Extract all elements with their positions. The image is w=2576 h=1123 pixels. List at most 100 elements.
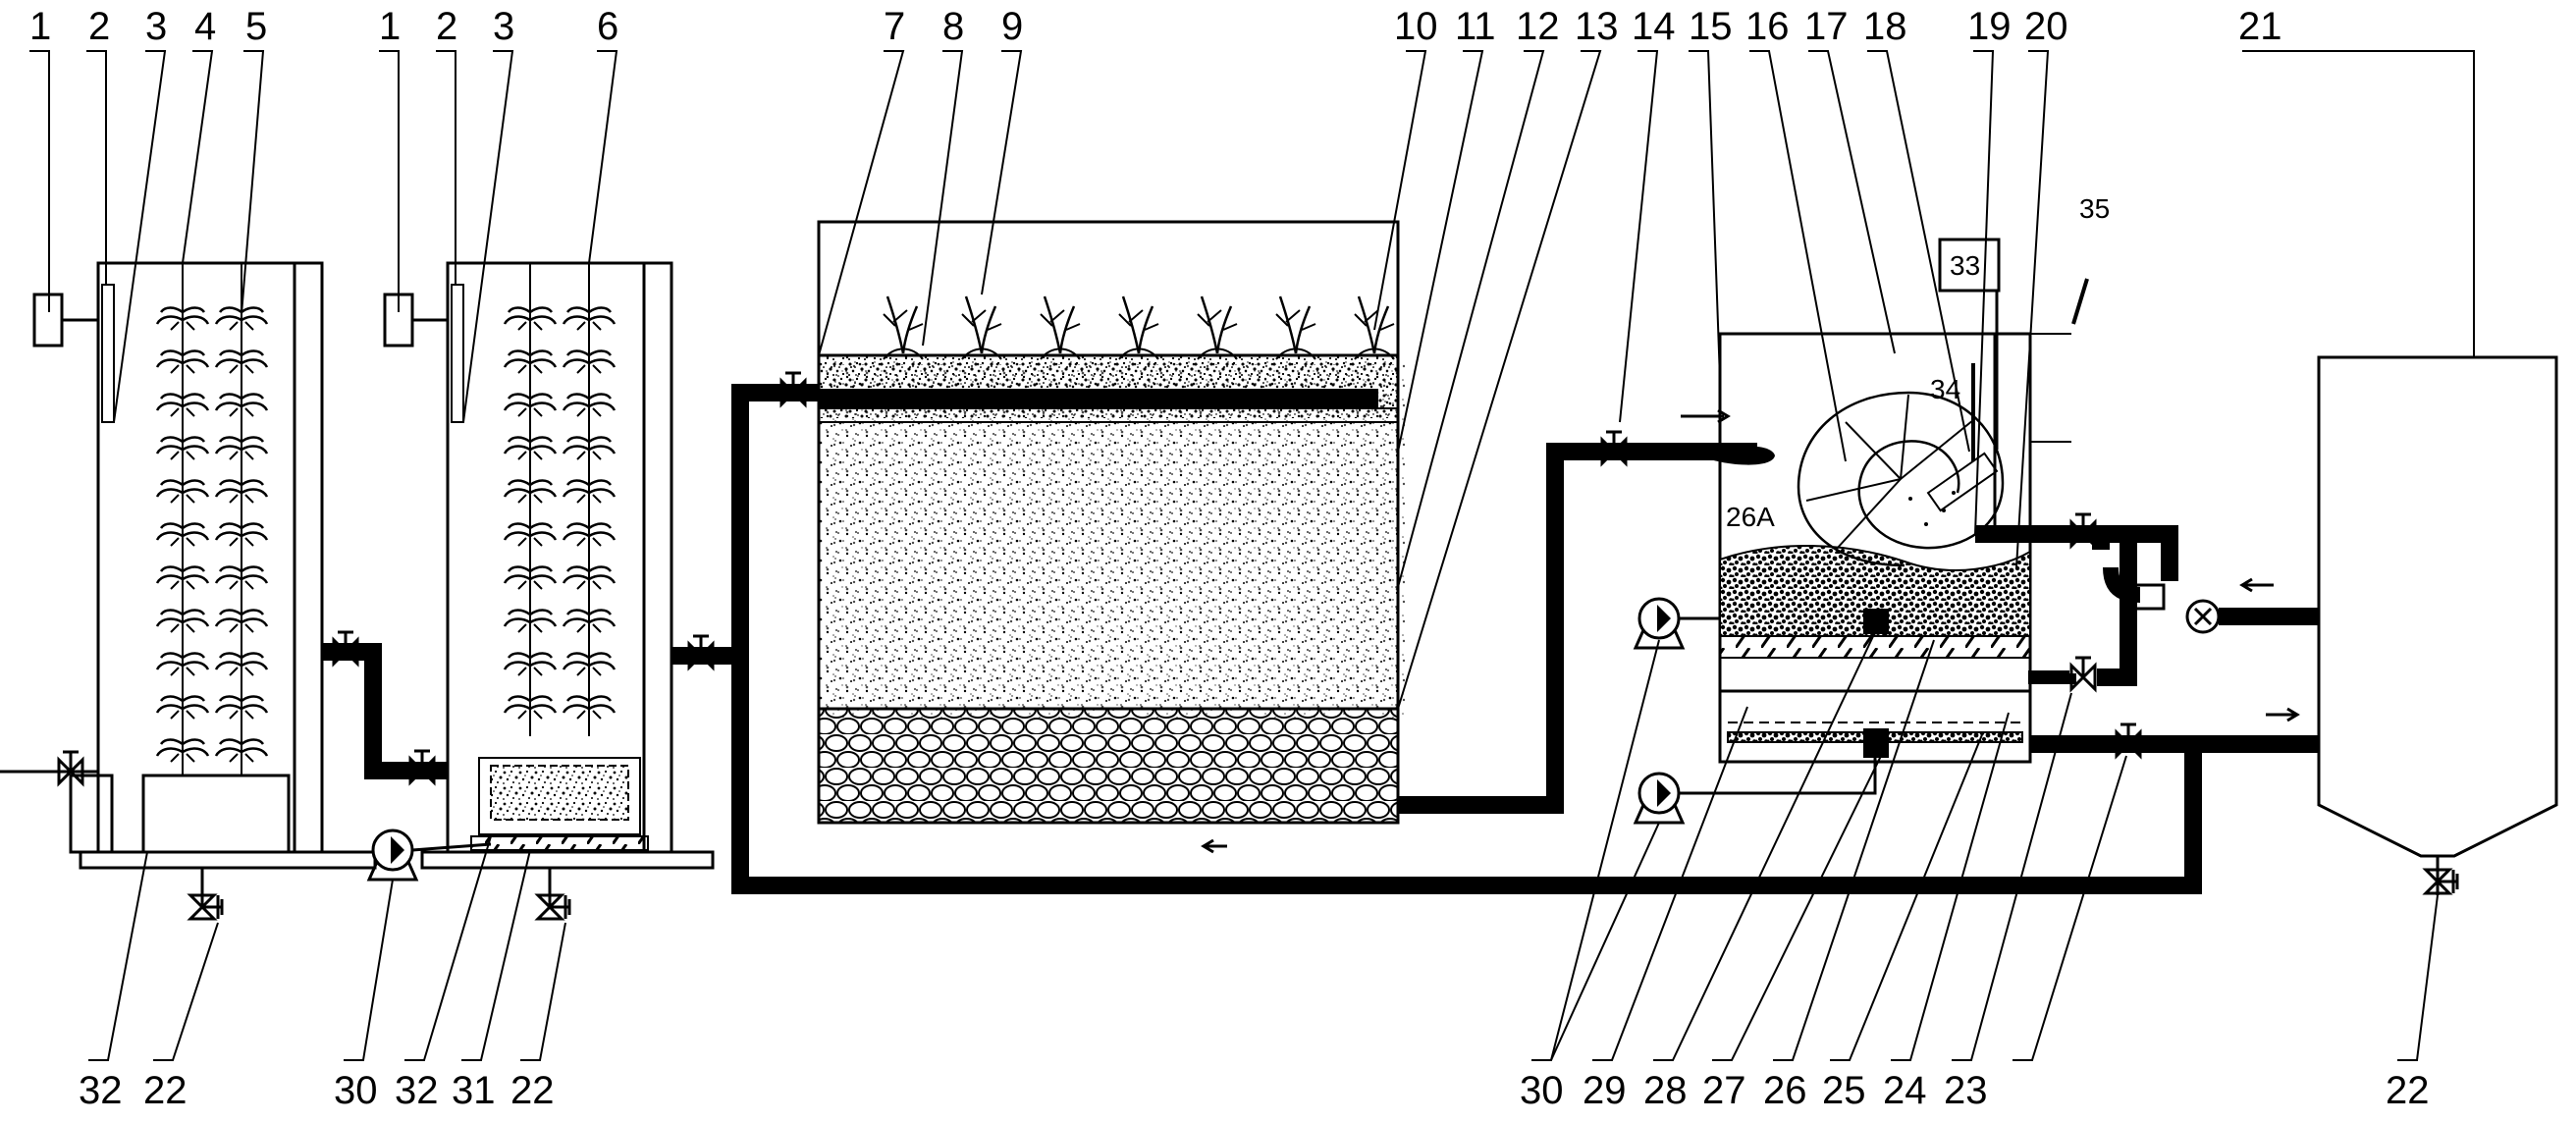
label-20: 20 <box>2024 5 2068 48</box>
pipe-col1-col2 <box>322 630 448 784</box>
wetland-plants <box>882 294 1396 361</box>
reed-plant <box>882 294 925 361</box>
root-plant <box>214 548 269 593</box>
root-plant <box>214 505 269 550</box>
root-plant <box>214 677 269 722</box>
label-3b: 3 <box>493 5 514 48</box>
column-1-plants <box>155 289 269 766</box>
label-16: 16 <box>1745 5 1790 48</box>
root-plant <box>155 375 210 420</box>
root-plant <box>503 461 558 507</box>
label-5: 5 <box>245 5 267 48</box>
root-plant <box>155 591 210 636</box>
label-17: 17 <box>1804 5 1849 48</box>
root-plant <box>214 591 269 636</box>
root-plant <box>562 548 617 593</box>
label-19: 19 <box>1967 5 2012 48</box>
label-14: 14 <box>1632 5 1676 48</box>
root-plant <box>562 591 617 636</box>
root-plant <box>214 461 269 507</box>
root-plant <box>214 634 269 679</box>
root-plant <box>503 591 558 636</box>
label-11: 11 <box>1455 5 1496 48</box>
label-22b: 22 <box>510 1069 555 1112</box>
label-25: 25 <box>1822 1069 1866 1112</box>
wetland-tank <box>817 220 1405 825</box>
settling-tank <box>2317 355 2558 895</box>
label-3: 3 <box>145 5 167 48</box>
root-plant <box>155 461 210 507</box>
root-plant <box>562 332 617 377</box>
root-plant <box>503 677 558 722</box>
root-plant <box>562 289 617 334</box>
label-30: 30 <box>334 1069 378 1112</box>
label-30b: 30 <box>1520 1069 1564 1112</box>
label-34: 34 <box>1930 374 1960 404</box>
label-32b: 32 <box>395 1069 439 1112</box>
root-plant <box>214 721 269 766</box>
root-plant <box>155 677 210 722</box>
label-6: 6 <box>597 5 618 48</box>
root-plant <box>503 634 558 679</box>
label-7: 7 <box>884 5 905 48</box>
root-plant <box>155 505 210 550</box>
label-8: 8 <box>942 5 964 48</box>
root-plant <box>155 418 210 463</box>
label-32: 32 <box>79 1069 123 1112</box>
inline-labels: 33 34 35 26A <box>1726 193 2110 532</box>
pipe-col2-wetland <box>671 371 819 669</box>
label-24: 24 <box>1883 1069 1927 1112</box>
root-plant <box>155 548 210 593</box>
label-4: 4 <box>194 5 216 48</box>
root-plant <box>503 332 558 377</box>
root-plant <box>503 418 558 463</box>
pipe-reactor-settler <box>1975 512 2319 758</box>
label-22: 22 <box>143 1069 188 1112</box>
label-33: 33 <box>1950 250 1980 281</box>
reed-plant <box>960 294 1003 361</box>
label-1: 1 <box>29 5 51 48</box>
label-28: 28 <box>1643 1069 1688 1112</box>
root-plant <box>214 375 269 420</box>
root-plant <box>562 461 617 507</box>
label-2: 2 <box>88 5 110 48</box>
label-23: 23 <box>1944 1069 1988 1112</box>
root-plant <box>214 418 269 463</box>
root-plant <box>155 634 210 679</box>
root-plant <box>503 548 558 593</box>
pipe-wetland-reactor <box>1398 408 1775 814</box>
label-26a: 26A <box>1726 502 1775 532</box>
bottom-label-row: 32 22 30 32 31 22 30 29 28 27 26 25 24 2… <box>79 1069 2430 1112</box>
reed-plant <box>1117 294 1160 361</box>
reed-plant <box>1196 294 1239 361</box>
label-35: 35 <box>2079 193 2110 224</box>
label-1b: 1 <box>379 5 401 48</box>
label-13: 13 <box>1575 5 1619 48</box>
return-pipe <box>731 656 2202 894</box>
root-plant <box>214 332 269 377</box>
column-2-plants <box>503 289 617 722</box>
root-plant <box>503 289 558 334</box>
label-21: 21 <box>2238 5 2282 48</box>
label-27: 27 <box>1702 1069 1746 1112</box>
reactor-tank <box>1634 238 2089 825</box>
top-label-row: 1 2 3 4 5 1 2 3 6 7 8 9 10 11 12 13 14 1… <box>29 5 2282 48</box>
label-18: 18 <box>1863 5 1907 48</box>
root-plant <box>155 332 210 377</box>
leader-lines <box>29 50 2475 1061</box>
root-plant <box>562 505 617 550</box>
column-2 <box>383 261 715 921</box>
label-15: 15 <box>1689 5 1733 48</box>
root-plant <box>562 677 617 722</box>
label-10: 10 <box>1394 5 1438 48</box>
root-plant <box>155 721 210 766</box>
label-26: 26 <box>1763 1069 1807 1112</box>
root-plant <box>562 418 617 463</box>
root-plant <box>503 375 558 420</box>
root-plant <box>503 505 558 550</box>
label-22c: 22 <box>2386 1069 2430 1112</box>
label-29: 29 <box>1583 1069 1627 1112</box>
reed-plant <box>1274 294 1317 361</box>
label-9: 9 <box>1001 5 1023 48</box>
label-2b: 2 <box>436 5 457 48</box>
